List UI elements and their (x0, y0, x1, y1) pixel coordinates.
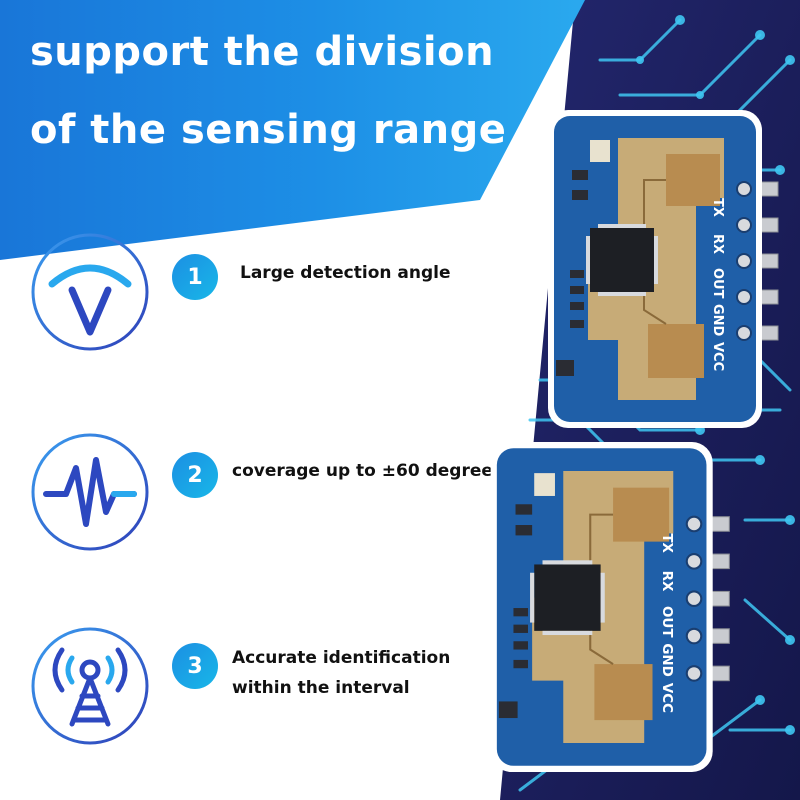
feature-text: Large detection angle (240, 263, 451, 283)
pin-label-rx: RX (710, 234, 725, 254)
radar-module-board: TX RX OUT GND VCC (490, 442, 730, 772)
feature-number-badge: 3 (172, 643, 218, 689)
headline-line-2: of the sensing range (30, 107, 507, 153)
feature-number-badge: 2 (172, 452, 218, 498)
pin-label-vcc: VCC (659, 683, 675, 713)
pin-label-out: OUT (659, 606, 675, 638)
pin-label-tx: TX (710, 198, 725, 217)
radar-module-board: TX RX OUT GND VCC (548, 110, 779, 428)
pin-label-tx: TX (659, 533, 675, 553)
pin-label-out: OUT (710, 268, 725, 299)
headline-line-1: support the division (30, 29, 495, 75)
pin-label-rx: RX (659, 571, 675, 592)
pin-label-gnd: GND (659, 643, 675, 677)
signal-tower-icon (31, 627, 149, 745)
waveform-icon (31, 433, 149, 551)
detection-angle-icon (31, 233, 149, 351)
feature-text: coverage up to ±60 degrees (232, 461, 504, 481)
feature-number-badge: 1 (172, 254, 218, 300)
pin-label-vcc: VCC (710, 342, 725, 371)
feature-text: Accurate identification (232, 648, 451, 668)
pin-label-gnd: GND (710, 304, 725, 337)
feature-text: within the interval (232, 678, 410, 698)
